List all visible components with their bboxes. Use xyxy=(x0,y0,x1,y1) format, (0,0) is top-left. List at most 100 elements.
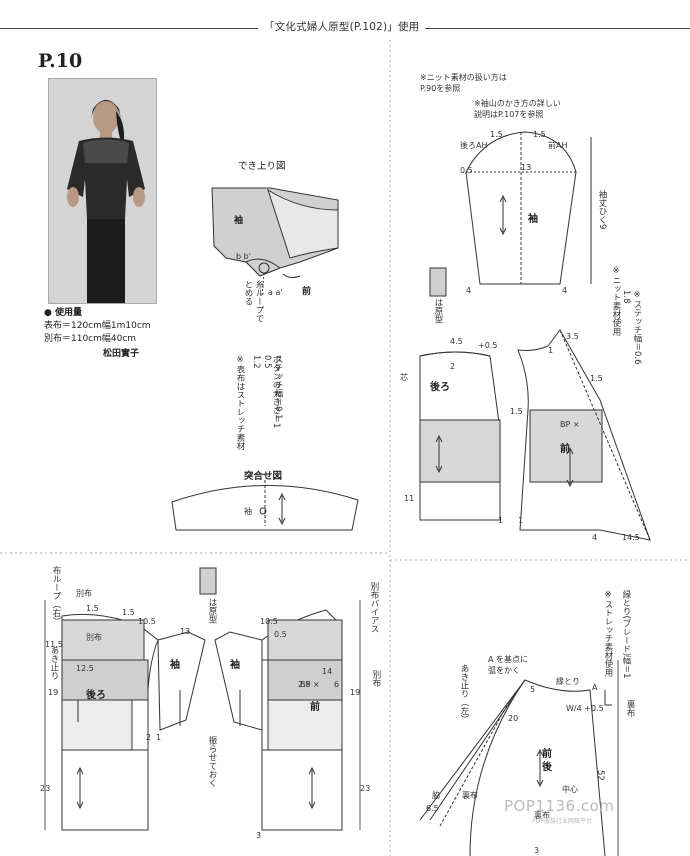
bl-dim-3: 3 xyxy=(256,831,262,840)
bl-dim-14: 14 xyxy=(322,667,333,676)
dim-1-b: 1 xyxy=(518,516,524,525)
dim-plus-0-5: +0.5 xyxy=(478,341,498,350)
side-label: 脇 xyxy=(432,791,440,800)
bl-dim-6: 6 xyxy=(334,680,340,689)
betsu-label-2: 別布 xyxy=(86,633,102,642)
dim-1-5-d: 1.5 xyxy=(510,407,523,416)
stretch-note-right: ※ストレッチ素材使用 xyxy=(603,590,613,677)
watermark: POP1136.com xyxy=(504,797,615,815)
bl-dim-13: 13 xyxy=(180,627,191,636)
br-dim-6-5: 6.5 xyxy=(426,804,439,813)
arc-note: A を基点に 弧をかく xyxy=(488,655,529,675)
model-figure xyxy=(49,79,156,303)
center-mark: 芯 xyxy=(400,373,408,382)
dim-4-c: 4 xyxy=(592,533,598,542)
opening-left-label: あき止り（左） xyxy=(459,664,469,724)
bl-dim-1-5: 1.5 xyxy=(86,604,99,613)
dim-1-a: 1 xyxy=(498,516,504,525)
back-piece-label: 後ろ xyxy=(86,690,106,701)
header-title: 「文化式婦人原型(P.102)」使用 xyxy=(258,19,426,34)
front-bodice-label: 前 xyxy=(560,444,570,455)
finished-view-title: でき上り図 xyxy=(238,161,286,172)
bl-dim-1-5-b: 1.5 xyxy=(122,608,135,617)
watermark-sub: POP服装行业网络平台 xyxy=(532,818,592,825)
stitch-width-right-note: ※ステッチ幅＝0.6 1.8 xyxy=(621,290,642,365)
br-dim-5: 5 xyxy=(530,685,536,694)
bl-dim-0-5: 0.5 xyxy=(274,630,287,639)
stitch-width-note: ステッチ幅＝0.1 0.5 1.2 xyxy=(251,355,283,420)
button-size-note: ボタンの大きさ＝1 xyxy=(271,355,281,429)
prototype-legend: は原型 xyxy=(433,298,443,324)
fabric-loop-label: 布ループ（右） xyxy=(51,566,61,626)
front-sleeve-label: 袖 xyxy=(230,660,240,671)
bl-dim-2: 2 xyxy=(146,733,152,742)
front-ah-label: 前AH xyxy=(548,141,568,150)
sleeve-piece-label: 袖 xyxy=(528,214,538,225)
usage-line-2: 別布＝110cm幅40cm xyxy=(44,334,137,344)
bl-dim-10-5-b: 10.5 xyxy=(260,617,278,626)
assembly-title: 突合せ図 xyxy=(244,471,283,482)
bl-dim-2-5: 2.5 xyxy=(298,680,311,689)
back-cloth-label-2: 裏布 xyxy=(534,811,550,820)
back-sleeve-label: 袖 xyxy=(170,660,180,671)
finished-aa-label: a a' xyxy=(268,288,283,297)
finished-sleeve-label: 袖 xyxy=(234,216,244,226)
bl-dim-12-5: 12.5 xyxy=(76,664,94,673)
dim-11: 11 xyxy=(404,494,415,503)
knit-material-note: ※ニット素材使用 xyxy=(611,266,621,336)
fabric-usage: ● 使用量 表布＝120cm幅1m10cm 別布＝110cm幅40cm xyxy=(44,307,151,346)
usage-title: ● 使用量 xyxy=(44,308,82,318)
bias-label: 別布バイアス xyxy=(369,582,379,633)
dim-13: 13 xyxy=(521,163,532,172)
back-cloth-label: 裏布 xyxy=(462,791,478,800)
center-label: 中心 xyxy=(562,785,578,794)
br-dim-w: W/4 +0.5 xyxy=(566,704,604,713)
bp-mark-2: BP × xyxy=(300,680,320,689)
stretch-note: ※表布はストレッチ素材 xyxy=(235,355,245,450)
dim-1-5-a: 1.5 xyxy=(490,130,503,139)
bl-dim-23-b: 23 xyxy=(360,784,371,793)
dim-1-5-b: 1.5 xyxy=(533,130,546,139)
ease-note: 振らせておく xyxy=(207,736,217,787)
bl-dim-19-a: 19 xyxy=(48,688,59,697)
opening-stop-label: あき止り xyxy=(49,646,59,680)
model-photo xyxy=(48,78,157,304)
bl-dim-1: 1 xyxy=(156,733,162,742)
dim-4-5: 4.5 xyxy=(450,337,463,346)
bp-mark: BP × xyxy=(560,420,580,429)
page-number: P.10 xyxy=(38,50,83,72)
front-piece-label: 前 xyxy=(310,702,320,713)
dim-1-5-c: 1.5 xyxy=(590,374,603,383)
finished-bb-label: b b' xyxy=(236,252,251,261)
back-cloth-label-3: 裏布 xyxy=(625,700,635,717)
br-dim-20: 20 xyxy=(508,714,519,723)
point-a-label: A xyxy=(592,683,598,692)
betsu-label-3: 別布 xyxy=(371,670,381,687)
betsu-label-1: 別布 xyxy=(76,589,92,598)
bl-dim-10-5-a: 10.5 xyxy=(138,617,156,626)
br-dim-52: 52 xyxy=(595,770,605,781)
dim-2: 2 xyxy=(450,362,456,371)
bl-dim-19-b: 19 xyxy=(350,688,361,697)
knit-handling-note: ※ニット素材の扱い方は P.90を参照 xyxy=(420,73,507,93)
front-back-label: 前 後 xyxy=(542,749,552,773)
dim-4-a: 4 xyxy=(466,286,472,295)
br-dim-3: 3 xyxy=(534,846,540,855)
prototype-legend-2: は原型 xyxy=(207,598,217,624)
back-bodice-label: 後ろ xyxy=(430,382,450,393)
dim-14-5: 14.5 xyxy=(622,533,640,542)
author-name: 松田實子 xyxy=(103,349,140,359)
sleeve-length-label: 袖丈ひく9 xyxy=(597,190,607,230)
dim-4-b: 4 xyxy=(562,286,568,295)
bl-dim-23-a: 23 xyxy=(40,784,51,793)
bl-dim-11-5: 11.5 xyxy=(45,640,63,649)
edge-width-note: 縁とり(ブレード)幅＝1 xyxy=(621,590,631,679)
dim-3-5: 3.5 xyxy=(566,332,579,341)
loop-note: 糸ループで とめる xyxy=(243,280,264,323)
assembly-sleeve-label: 袖 xyxy=(244,507,252,516)
usage-line-1: 表布＝120cm幅1m10cm xyxy=(44,321,151,331)
back-ah-label: 後ろAH xyxy=(460,141,488,150)
dim-0-5: 0.5 xyxy=(460,166,473,175)
dim-1-c: 1 xyxy=(548,346,554,355)
